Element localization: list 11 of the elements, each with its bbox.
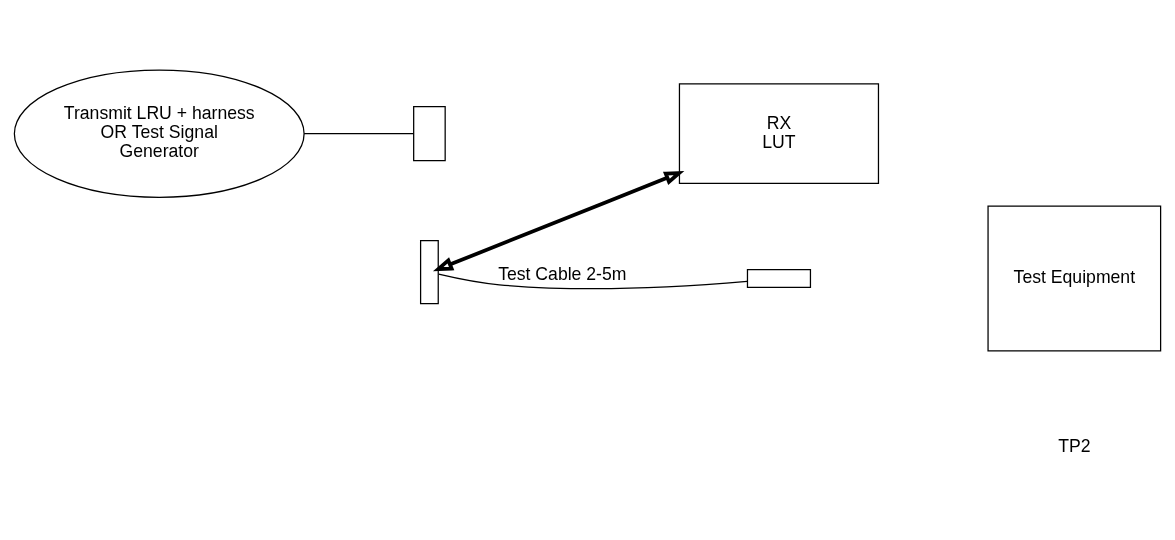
connector — [303, 133, 415, 135]
connector — [438, 273, 748, 290]
node-box — [413, 105, 446, 162]
node-box: Test Equipment — [987, 205, 1162, 352]
label: TP2 — [1058, 435, 1091, 456]
arrow — [432, 170, 685, 272]
edge-label: Test Cable 2-5m — [498, 264, 627, 285]
node-box: RX LUT — [678, 83, 880, 185]
node-ellipse: Transmit LRU + harness OR Test Signal Generator — [13, 69, 305, 198]
node-box — [746, 269, 812, 288]
node-box — [419, 240, 439, 305]
